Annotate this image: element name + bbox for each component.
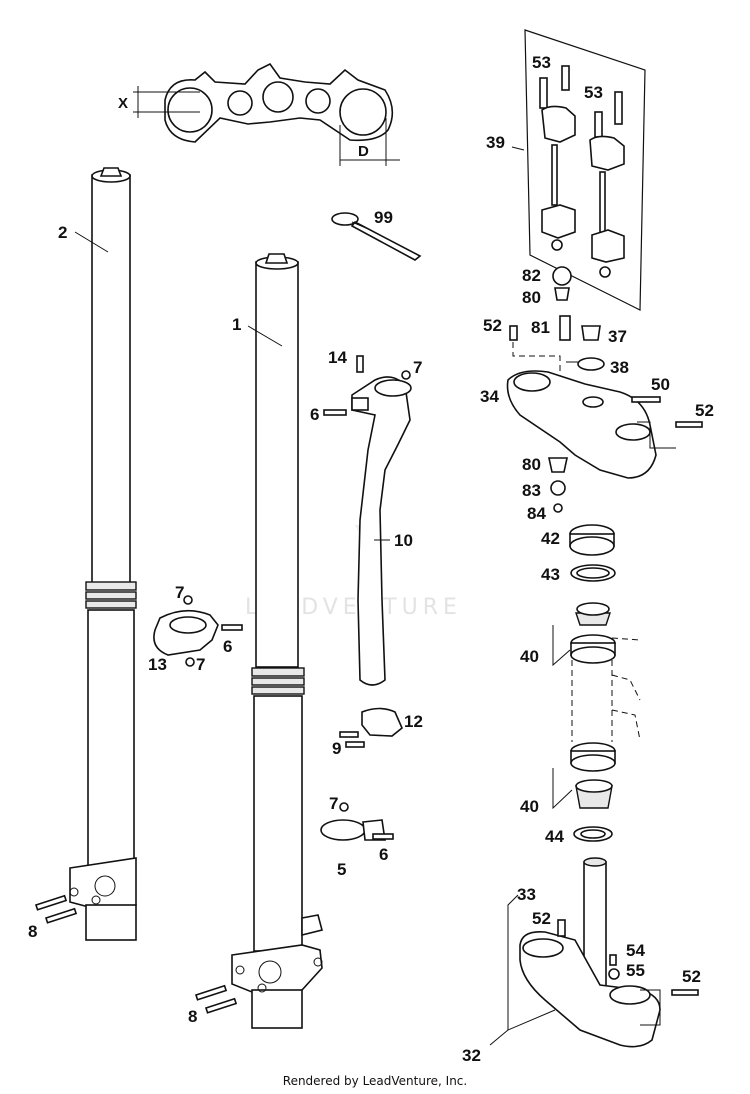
dimension-x-label: X: [118, 95, 128, 112]
callout-38: 38: [610, 358, 629, 377]
callout-44: 44: [545, 827, 564, 846]
callout-32: 32: [462, 1046, 481, 1065]
callout-6: 6: [310, 405, 319, 424]
callout-99: 99: [374, 208, 393, 227]
callout-33: 33: [517, 885, 536, 904]
callout-13: 13: [148, 655, 167, 674]
brake-line-guide: [351, 376, 412, 686]
part-99-key: [331, 212, 422, 261]
callout-84: 84: [527, 504, 546, 523]
callout-81: 81: [531, 318, 550, 337]
callout-8: 8: [28, 922, 37, 941]
callout-14: 14: [328, 348, 347, 367]
callout-39: 39: [486, 133, 505, 152]
callout-9: 9: [332, 739, 341, 758]
callout-52: 52: [532, 909, 551, 928]
callout-50: 50: [651, 375, 670, 394]
callout-12: 12: [404, 712, 423, 731]
callout-10: 10: [394, 531, 413, 550]
fork-leg-left: [69, 167, 137, 941]
fork-leg-right: [231, 253, 323, 1029]
callout-6: 6: [223, 637, 232, 656]
callout-42: 42: [541, 529, 560, 548]
callout-7: 7: [329, 794, 338, 813]
callout-80: 80: [522, 455, 541, 474]
callout-55: 55: [626, 961, 645, 980]
callout-82: 82: [522, 266, 541, 285]
lower-triple-clamp: [489, 857, 699, 1048]
dimension-d-label: D: [358, 143, 369, 160]
callout-7: 7: [196, 655, 205, 674]
callout-80: 80: [522, 288, 541, 307]
callout-83: 83: [522, 481, 541, 500]
fork-bolts-left: [34, 894, 78, 924]
callout-52: 52: [483, 316, 502, 335]
callout-34: 34: [480, 387, 499, 406]
callout-8: 8: [188, 1007, 197, 1026]
callout-54: 54: [626, 941, 645, 960]
leader-lines: [74, 221, 578, 541]
footer-credit: Rendered by LeadVenture, Inc.: [282, 1074, 468, 1088]
handlebar-clamp-kit: [511, 29, 646, 311]
callout-40: 40: [520, 797, 539, 816]
callout-7: 7: [175, 583, 184, 602]
callout-1: 1: [232, 315, 241, 334]
callout-53: 53: [584, 83, 603, 102]
callout-labels: 53 53 39 99 2 1 82 80 81 52 37 38 34 50 …: [28, 53, 714, 1065]
steering-bearing-stack: [552, 524, 641, 842]
fork-bolts-right: [194, 984, 238, 1014]
top-clamp-dimension-view: X D: [118, 62, 400, 166]
callout-40: 40: [520, 647, 539, 666]
callout-37: 37: [608, 327, 627, 346]
upper-triple-clamp: [506, 266, 703, 513]
callout-6: 6: [379, 845, 388, 864]
callout-2: 2: [58, 223, 67, 242]
callout-7: 7: [413, 358, 422, 377]
small-hardware: [153, 355, 411, 841]
callout-5: 5: [337, 860, 346, 879]
callout-43: 43: [541, 565, 560, 584]
callout-52: 52: [682, 967, 701, 986]
callout-53: 53: [532, 53, 551, 72]
callout-52: 52: [695, 401, 714, 420]
